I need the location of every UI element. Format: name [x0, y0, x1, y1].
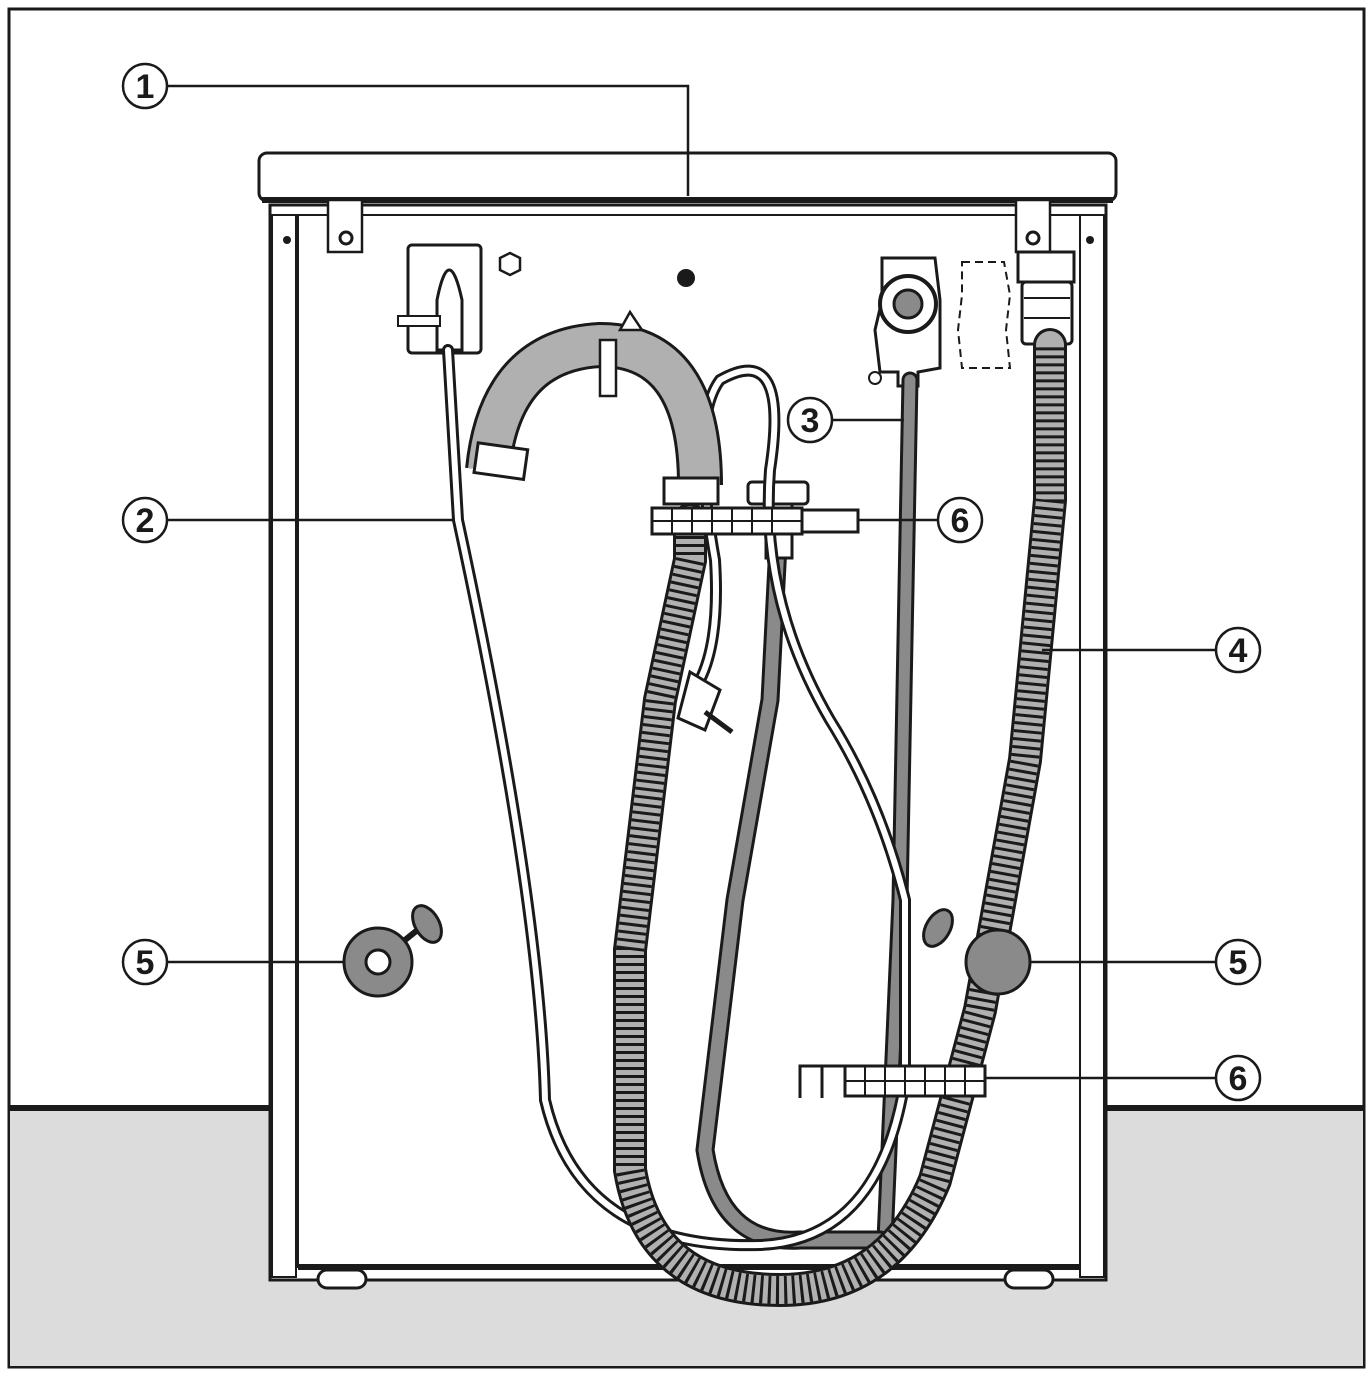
rail-screw-left [283, 236, 291, 244]
transit-bar-knob-right [922, 908, 954, 948]
transit-bar-hole-left [364, 948, 392, 976]
callout-5-right-label: 5 [1229, 944, 1248, 982]
drain-elbow-strap [598, 338, 618, 398]
hose-holder-upper-clip [800, 508, 860, 534]
callout-6-lower: 6 [1214, 1054, 1262, 1102]
foot-left [316, 1268, 368, 1290]
callout-6-upper: 6 [936, 496, 984, 544]
callout-4: 4 [1214, 626, 1262, 674]
plug-pin [703, 709, 734, 735]
leader-1 [168, 84, 690, 196]
callout-6-upper-label: 6 [951, 502, 970, 540]
left-side-rail [271, 214, 297, 1278]
bracket-screw-left [338, 230, 354, 246]
vent-hole [677, 269, 695, 287]
drain-elbow-collar [662, 476, 720, 506]
hex-nut [498, 251, 522, 277]
hose-fitting [746, 480, 810, 506]
callout-5-right: 5 [1214, 938, 1262, 986]
callout-6-lower-label: 6 [1229, 1060, 1248, 1098]
callout-3: 3 [786, 396, 834, 444]
hose-holder-lower-grid [845, 1066, 985, 1096]
transit-bar-knob-left [411, 904, 443, 944]
callout-2-label: 2 [136, 502, 155, 540]
callout-4-label: 4 [1229, 632, 1248, 670]
callout-1-label: 1 [136, 68, 155, 106]
hose-holder-upper-grid [652, 508, 802, 534]
drain-hose [616, 331, 1064, 1305]
drain-elbow-hook [617, 309, 645, 332]
foot-right [1003, 1268, 1055, 1290]
callout-2: 2 [121, 496, 169, 544]
callouts: 1 2 3 4 5 5 6 6 [121, 62, 1262, 1102]
cable-clip [397, 315, 441, 327]
callout-5-left: 5 [121, 938, 169, 986]
inlet-valve-port [892, 288, 924, 320]
right-side-rail [1079, 214, 1105, 1278]
inlet-valve-screw [868, 371, 882, 385]
leader-lines [168, 84, 1215, 1080]
callout-3-label: 3 [801, 402, 820, 440]
callout-1: 1 [121, 62, 169, 110]
drain-elbow-end [472, 441, 530, 482]
transit-bar-mount-right [964, 928, 1032, 996]
cable-grommet [435, 268, 464, 352]
bracket-screw-right [1025, 230, 1041, 246]
optional-valve-outline [956, 261, 1012, 369]
hose-holder-lower-clip [798, 1064, 845, 1098]
drain-connector-cap [1016, 250, 1076, 284]
rail-screw-right [1086, 236, 1094, 244]
callout-5-left-label: 5 [136, 944, 155, 982]
